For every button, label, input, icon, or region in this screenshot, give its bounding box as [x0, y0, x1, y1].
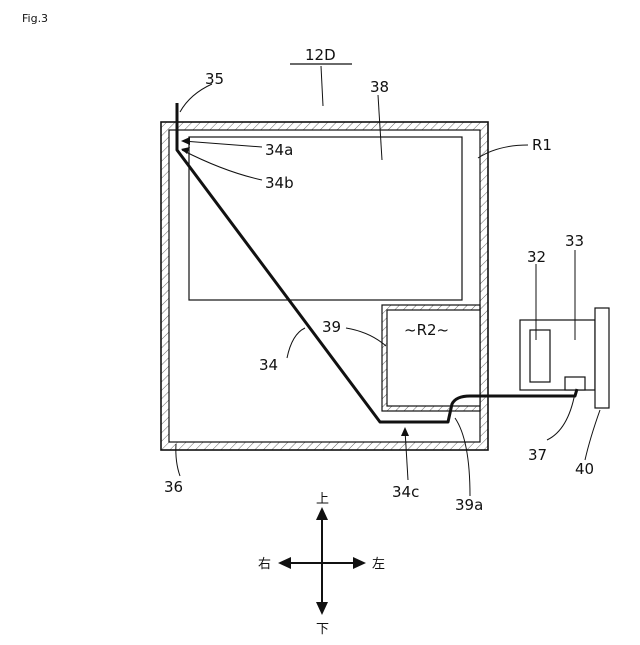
label-35: 35 [205, 70, 224, 88]
leader-35 [180, 84, 212, 112]
label-40: 40 [575, 460, 594, 478]
component-32 [530, 330, 550, 382]
connector-37 [565, 377, 585, 390]
direction-left: 左 [372, 557, 385, 572]
arrow-right-side [278, 557, 291, 569]
title-leader [321, 66, 323, 106]
figure-number: Fig.3 [22, 12, 48, 25]
component-40 [595, 308, 609, 408]
label-36: 36 [164, 478, 183, 496]
leader-40 [585, 410, 600, 460]
leader-37 [547, 393, 575, 440]
label-32: 32 [527, 248, 546, 266]
direction-indicator: 上 下 右 左 [258, 492, 385, 637]
direction-right: 右 [258, 557, 271, 572]
label-34c: 34c [392, 483, 419, 501]
arrow-up [316, 507, 328, 520]
label-37: 37 [528, 446, 547, 464]
label-34a: 34a [265, 141, 293, 159]
label-34b: 34b [265, 174, 294, 192]
label-39a: 39a [455, 496, 483, 514]
label-39: 39 [322, 318, 341, 336]
label-r1: R1 [532, 136, 552, 154]
arrow-left-side [353, 557, 366, 569]
label-38: 38 [370, 78, 389, 96]
label-r2: ~R2~ [404, 321, 449, 339]
label-34: 34 [259, 356, 278, 374]
direction-up: 上 [316, 492, 329, 507]
label-33: 33 [565, 232, 584, 250]
figure-title: 12D [305, 46, 336, 64]
direction-down: 下 [316, 622, 329, 637]
device-33 [520, 320, 595, 390]
arrow-down [316, 602, 328, 615]
